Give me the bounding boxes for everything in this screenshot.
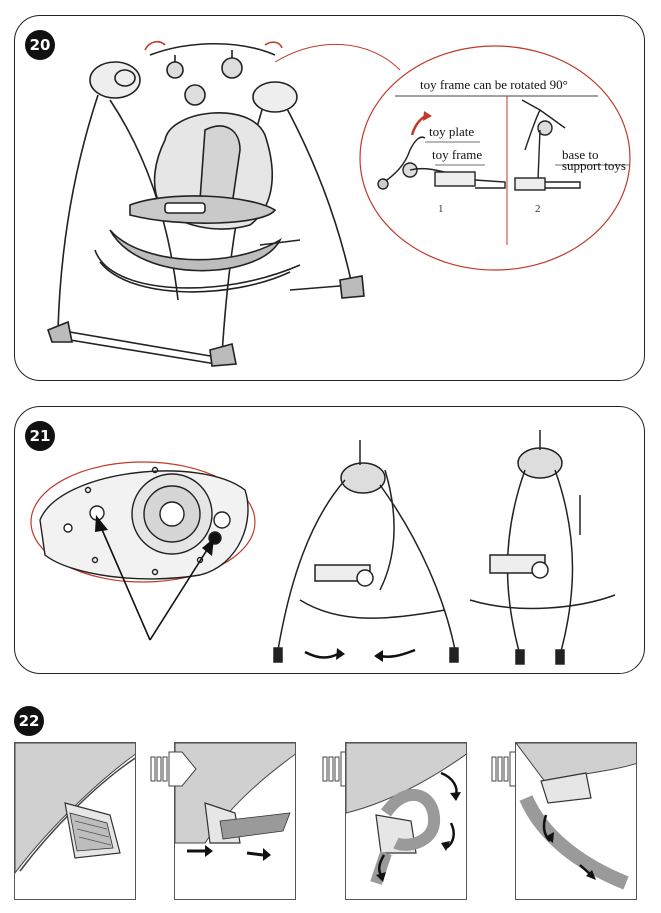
callout-ellipse — [359, 45, 631, 271]
step-21-badge: 21 — [25, 421, 55, 451]
folded-swing-right — [469, 430, 616, 665]
label-base-2: support toys — [562, 158, 626, 173]
swing-illustration — [47, 42, 365, 367]
motor-base-underside — [39, 466, 249, 580]
label-base: base to — [562, 147, 599, 162]
base-callout-ellipse — [30, 461, 256, 583]
label-toy-plate: toy plate — [429, 124, 475, 139]
callout-title: toy frame can be rotated 90° — [420, 77, 568, 92]
step-22-frame-3 — [345, 742, 467, 900]
fig-1-number: 1 — [438, 203, 444, 215]
rotate-arrow-left — [144, 40, 166, 51]
step-22-frame-4 — [515, 742, 637, 900]
swing-leg-left-front — [57, 94, 99, 331]
step-22-badge: 22 — [14, 706, 44, 736]
rotate-arrow-right — [264, 41, 283, 49]
step-20-badge: 20 — [25, 30, 55, 60]
step-22-frame-1 — [14, 742, 136, 900]
swing-leg-right-back — [284, 104, 353, 286]
rotate-arrow-1 — [304, 650, 339, 659]
toy-frame-fig-2 — [514, 99, 581, 191]
label-toy-frame: toy frame — [432, 147, 483, 162]
callout-connector — [274, 43, 401, 71]
toy-frame-fig-1 — [377, 136, 506, 190]
folded-swing-left — [273, 440, 459, 663]
fig-2-number: 2 — [535, 203, 541, 215]
